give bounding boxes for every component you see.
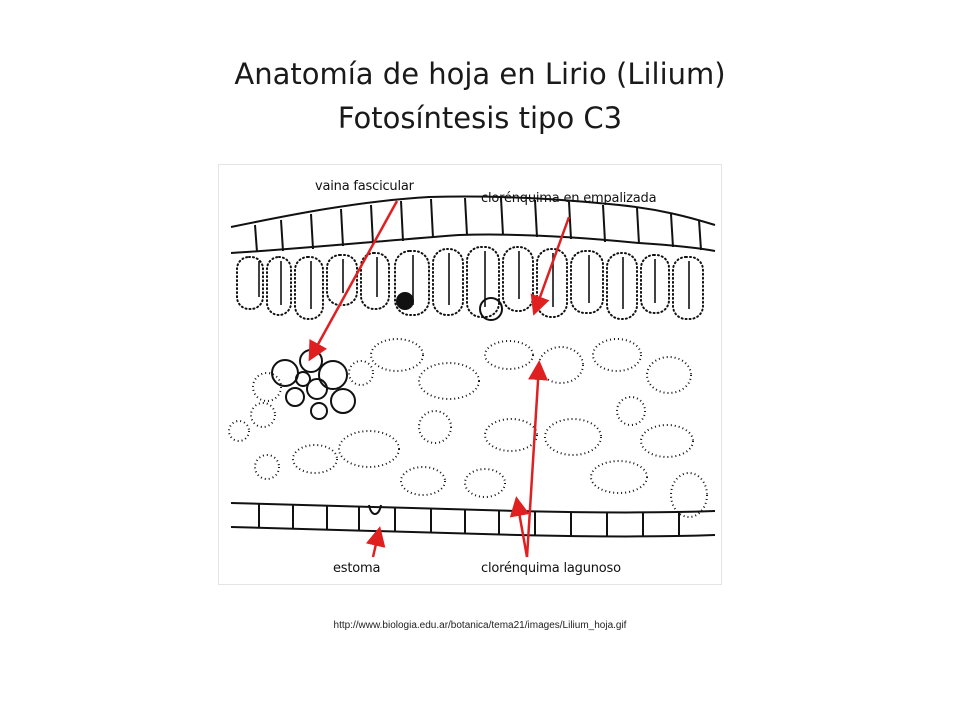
title-line-1: Anatomía de hoja en Lirio (Lilium) xyxy=(234,57,726,91)
stoma-pore xyxy=(368,504,382,515)
spongy-cells xyxy=(228,292,708,518)
upper-epidermis xyxy=(230,195,716,254)
arrow-palisade xyxy=(530,216,571,316)
lower-epidermis xyxy=(230,502,716,538)
source-url: http://www.biologia.edu.ar/botanica/tema… xyxy=(333,620,627,631)
arrow-bundle-sheath xyxy=(308,200,399,362)
arrow-spongy-2 xyxy=(509,496,530,558)
title-line-2: Fotosíntesis tipo C3 xyxy=(337,101,623,135)
label-bundle-sheath: vaina fascicular xyxy=(315,179,414,194)
label-spongy: clorénquima lagunoso xyxy=(481,561,621,576)
leaf-anatomy-diagram: vaina fascicular clorénquima en empaliza… xyxy=(218,164,722,585)
palisade-walls xyxy=(258,251,690,309)
arrow-spongy-1 xyxy=(525,360,549,558)
leaf-cross-section xyxy=(228,195,716,558)
vascular-bundle xyxy=(250,349,374,428)
palisade-cells xyxy=(236,246,704,320)
arrow-stoma xyxy=(365,526,386,558)
label-stoma: estoma xyxy=(333,561,381,576)
label-arrows xyxy=(308,200,571,558)
label-palisade: clorénquima en empalizada xyxy=(481,191,657,206)
slide-title: Anatomía de hoja en Lirio (Lilium) Fotos… xyxy=(0,52,960,140)
